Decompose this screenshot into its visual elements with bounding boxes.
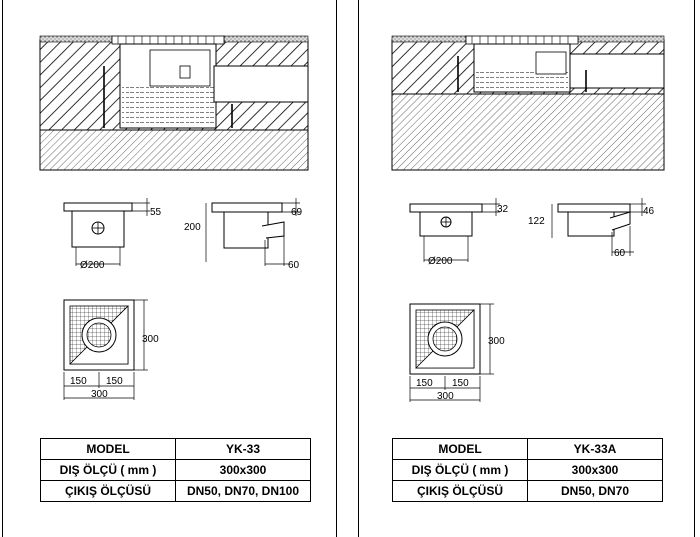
model-value: YK-33A <box>527 438 663 460</box>
left-border <box>2 0 3 537</box>
right-border <box>694 0 695 537</box>
right-front-view <box>409 198 500 262</box>
size-label: DIŞ ÖLÇÜ ( mm ) <box>392 459 528 481</box>
size-value: 300x300 <box>527 459 663 481</box>
right-side-outlet-label: 60 <box>614 248 626 259</box>
table-row: ÇIKIŞ ÖLÇÜSÜ DN50, DN70, DN100 <box>40 480 311 502</box>
outlet-label: ÇIKIŞ ÖLÇÜSÜ <box>392 480 528 502</box>
table-row: ÇIKIŞ ÖLÇÜSÜ DN50, DN70 <box>392 480 663 502</box>
left-plan-half-right-label: 150 <box>106 376 123 387</box>
left-front-flange-label: 55 <box>150 207 162 218</box>
table-row: DIŞ ÖLÇÜ ( mm ) 300x300 <box>40 459 311 481</box>
model-label: MODEL <box>392 438 528 460</box>
left-side-height-label: 200 <box>184 222 201 233</box>
left-spec-table: MODEL YK-33 DIŞ ÖLÇÜ ( mm ) 300x300 ÇIKI… <box>40 438 311 502</box>
left-side-top-label: 69 <box>291 207 303 218</box>
right-plan-half-left-label: 150 <box>416 378 433 389</box>
outlet-value: DN50, DN70 <box>527 480 663 502</box>
table-row: MODEL YK-33A <box>392 438 663 460</box>
center-divider-right <box>358 0 359 537</box>
right-section-view <box>391 35 665 171</box>
right-front-flange-label: 32 <box>497 204 509 215</box>
size-label: DIŞ ÖLÇÜ ( mm ) <box>40 459 176 481</box>
table-row: DIŞ ÖLÇÜ ( mm ) 300x300 <box>392 459 663 481</box>
outlet-label: ÇIKIŞ ÖLÇÜSÜ <box>40 480 176 502</box>
left-plan-size-label: 300 <box>142 334 159 345</box>
right-plan-view <box>409 303 494 402</box>
table-row: MODEL YK-33 <box>40 438 311 460</box>
model-label: MODEL <box>40 438 176 460</box>
left-front-width-label: Ø200 <box>80 260 105 271</box>
right-plan-size-label: 300 <box>488 336 505 347</box>
right-plan-half-right-label: 150 <box>452 378 469 389</box>
right-side-top-label: 46 <box>643 206 655 217</box>
right-side-view <box>551 198 646 256</box>
right-plan-width-label: 300 <box>437 391 454 402</box>
center-divider-left <box>336 0 337 537</box>
left-side-outlet-label: 60 <box>288 260 300 271</box>
model-value: YK-33 <box>175 438 311 460</box>
left-plan-half-left-label: 150 <box>70 376 87 387</box>
left-front-view <box>63 198 150 266</box>
left-side-view <box>205 198 300 266</box>
right-spec-table: MODEL YK-33A DIŞ ÖLÇÜ ( mm ) 300x300 ÇIK… <box>392 438 663 502</box>
right-front-width-label: Ø200 <box>428 256 453 267</box>
size-value: 300x300 <box>175 459 311 481</box>
left-plan-view <box>63 299 148 400</box>
left-plan-width-label: 300 <box>91 389 108 400</box>
outlet-value: DN50, DN70, DN100 <box>175 480 311 502</box>
right-side-height-label: 122 <box>528 216 545 227</box>
left-section-view <box>39 35 309 171</box>
